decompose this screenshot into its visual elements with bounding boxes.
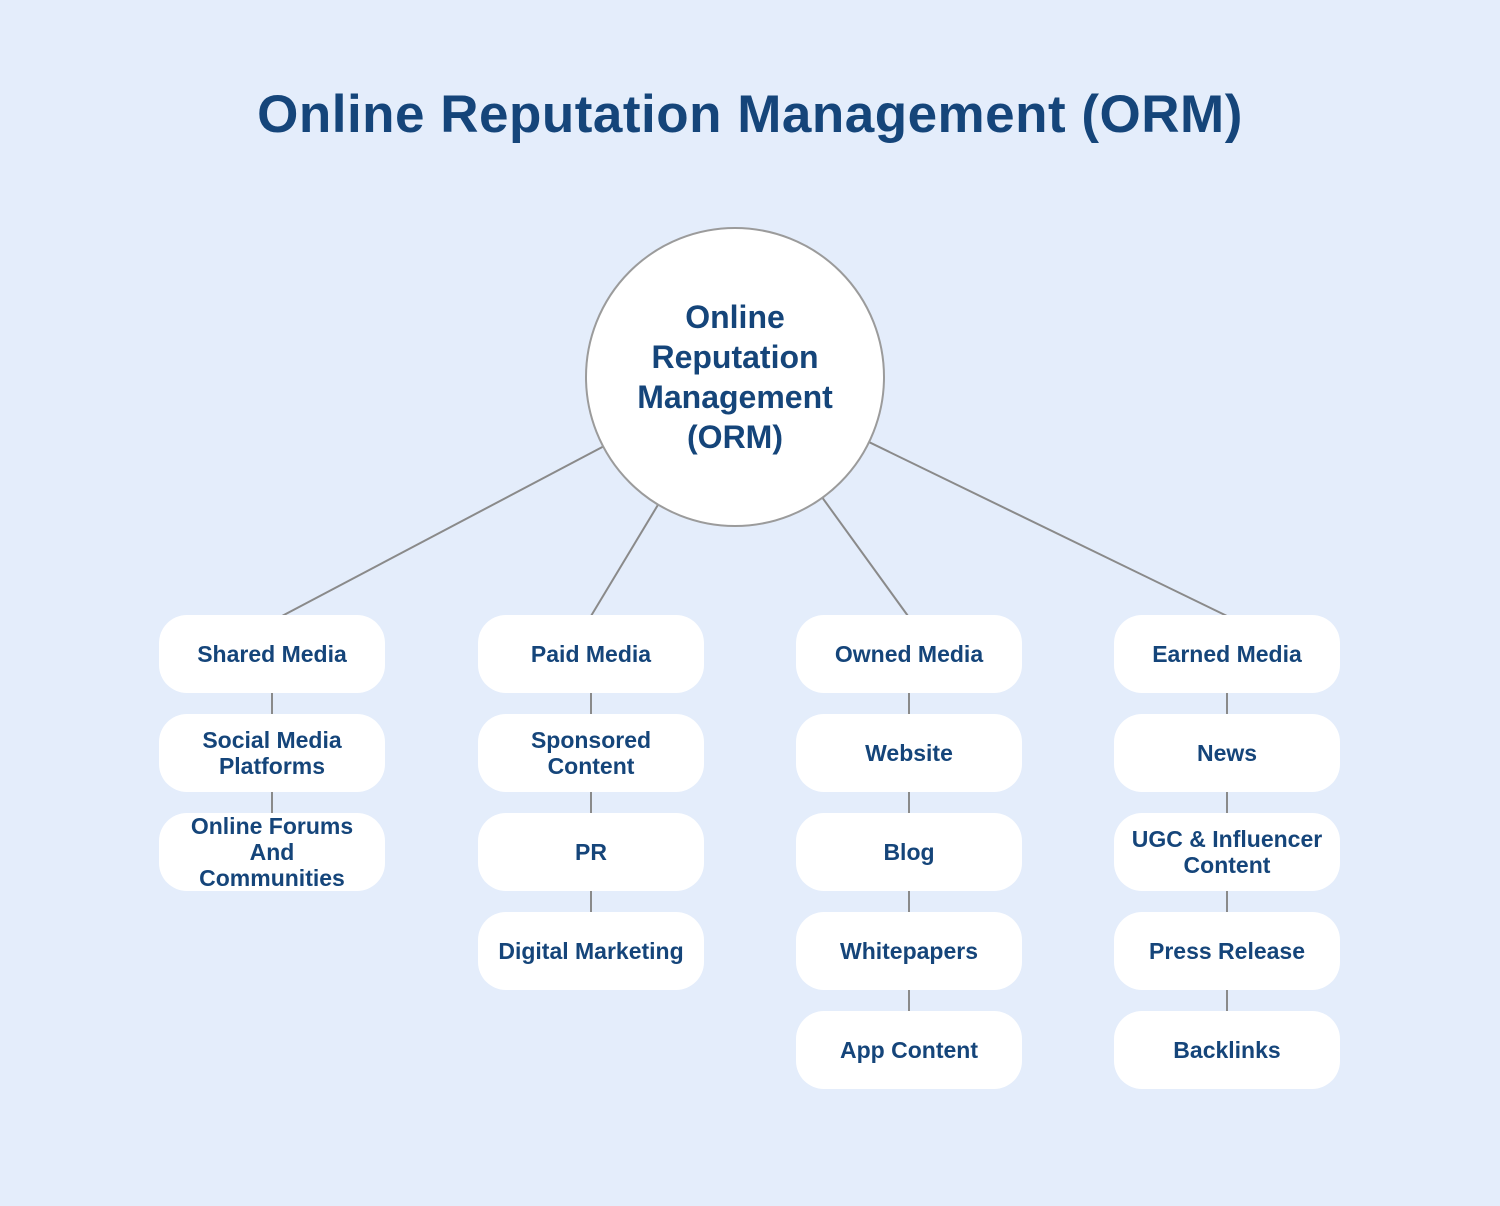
vertical-connector	[271, 693, 273, 714]
column-header-earned-media: Earned Media	[1114, 615, 1340, 693]
vertical-connector	[590, 693, 592, 714]
node-social-media-platforms: Social Media Platforms	[159, 714, 385, 792]
node-sponsored-content: Sponsored Content	[478, 714, 704, 792]
column-header-paid-media: Paid Media	[478, 615, 704, 693]
vertical-connector	[1226, 693, 1228, 714]
node-online-forums-and-communities: Online Forums And Communities	[159, 813, 385, 891]
node-news: News	[1114, 714, 1340, 792]
page-title: Online Reputation Management (ORM)	[257, 85, 1243, 144]
vertical-connector	[908, 693, 910, 714]
node-website: Website	[796, 714, 1022, 792]
vertical-connector	[271, 792, 273, 813]
node-press-release: Press Release	[1114, 912, 1340, 990]
vertical-connector	[1226, 891, 1228, 912]
vertical-connector	[1226, 990, 1228, 1011]
node-app-content: App Content	[796, 1011, 1022, 1089]
column-header-owned-media: Owned Media	[796, 615, 1022, 693]
node-backlinks: Backlinks	[1114, 1011, 1340, 1089]
column-header-shared-media: Shared Media	[159, 615, 385, 693]
vertical-connector	[590, 891, 592, 912]
node-blog: Blog	[796, 813, 1022, 891]
root-node-label: Online Reputation Management (ORM)	[637, 299, 833, 455]
node-ugc-influencer-content: UGC & Influencer Content	[1114, 813, 1340, 891]
root-node-orm: Online Reputation Management (ORM)	[585, 227, 885, 527]
vertical-connector	[590, 792, 592, 813]
vertical-connector	[908, 990, 910, 1011]
vertical-connector	[908, 891, 910, 912]
vertical-connector	[908, 792, 910, 813]
node-pr: PR	[478, 813, 704, 891]
node-digital-marketing: Digital Marketing	[478, 912, 704, 990]
vertical-connector	[1226, 792, 1228, 813]
node-whitepapers: Whitepapers	[796, 912, 1022, 990]
